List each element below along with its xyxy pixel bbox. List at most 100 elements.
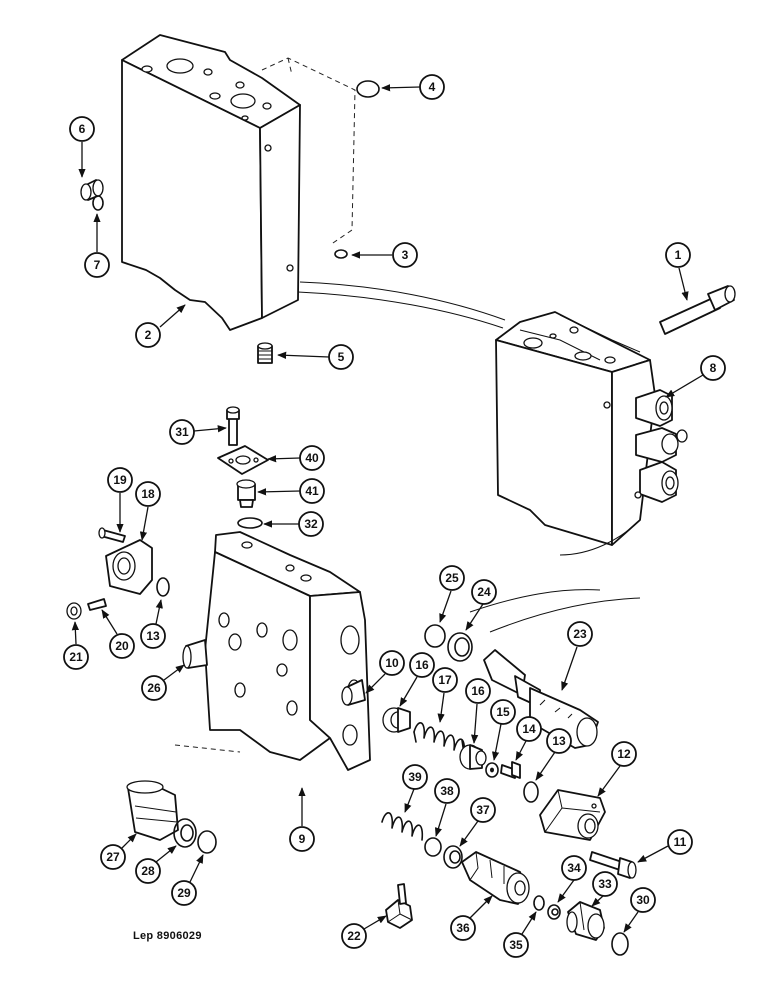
callout-5: 5	[277, 344, 354, 370]
callout-24: 24	[465, 579, 497, 631]
callout-3: 3	[351, 242, 418, 268]
svg-text:9: 9	[299, 832, 306, 846]
callout-18: 18	[135, 481, 161, 541]
callout-16-left: 16	[399, 652, 435, 707]
svg-text:32: 32	[304, 517, 318, 531]
callout-31: 31	[169, 419, 227, 445]
o-ring-part-30	[611, 932, 629, 956]
svg-text:2: 2	[145, 328, 152, 342]
svg-text:13: 13	[552, 734, 566, 748]
fitting-part-41	[236, 479, 256, 508]
callout-7: 7	[84, 213, 110, 278]
washer-part-37	[443, 845, 463, 869]
cover-part-40	[217, 445, 269, 475]
svg-text:30: 30	[636, 893, 650, 907]
svg-text:31: 31	[175, 425, 189, 439]
screw-part-19	[98, 527, 126, 543]
callout-23: 23	[561, 621, 593, 691]
washer-part-24	[447, 632, 473, 662]
svg-text:25: 25	[445, 571, 459, 585]
valve-block-right	[495, 311, 688, 556]
svg-text:22: 22	[347, 929, 361, 943]
callout-41: 41	[257, 478, 325, 504]
o-ring-part-25	[424, 624, 446, 648]
callout-40: 40	[267, 445, 325, 471]
pin-part-20	[87, 598, 107, 611]
svg-text:16: 16	[471, 684, 485, 698]
drawing-reference-label: Lep 8906029	[133, 930, 202, 942]
svg-text:19: 19	[113, 473, 127, 487]
svg-text:36: 36	[456, 921, 470, 935]
callout-22: 22	[341, 915, 387, 949]
spring-seat-part-16b	[459, 744, 487, 770]
svg-text:11: 11	[674, 835, 687, 849]
svg-text:26: 26	[147, 681, 161, 695]
o-ring-part-4	[356, 80, 380, 98]
callout-21: 21	[63, 621, 89, 670]
callout-14: 14	[515, 716, 542, 761]
svg-text:39: 39	[408, 770, 422, 784]
washer-part-28	[173, 818, 197, 848]
o-ring-part-3	[334, 249, 348, 259]
svg-text:33: 33	[598, 877, 612, 891]
screw-part-31	[226, 406, 240, 446]
callout-4: 4	[381, 74, 445, 100]
callout-15: 15	[490, 699, 516, 761]
svg-text:13: 13	[146, 629, 160, 643]
callout-27: 27	[100, 833, 137, 870]
callout-13-right: 13	[535, 728, 572, 781]
svg-text:1: 1	[675, 248, 682, 262]
o-ring-part-13b	[523, 781, 539, 803]
callout-17: 17	[432, 667, 458, 723]
svg-text:8: 8	[710, 361, 717, 375]
o-ring-part-32	[237, 517, 263, 529]
callout-1: 1	[665, 242, 691, 301]
svg-text:14: 14	[522, 722, 536, 736]
callout-16-right: 16	[465, 678, 491, 744]
callout-35: 35	[503, 911, 537, 958]
spring-seat-part-16a	[382, 707, 411, 733]
svg-text:20: 20	[115, 639, 129, 653]
callout-39: 39	[402, 764, 428, 813]
callout-20: 20	[101, 609, 135, 659]
svg-text:38: 38	[440, 784, 454, 798]
svg-text:3: 3	[402, 248, 409, 262]
callout-2: 2	[135, 304, 186, 348]
spring-part-17	[413, 722, 466, 755]
screw-part-11	[589, 851, 637, 879]
callout-19: 19	[107, 467, 133, 533]
callout-11: 11	[637, 829, 693, 863]
valve-section-9	[174, 531, 371, 771]
svg-text:4: 4	[429, 80, 436, 94]
callout-13-left: 13	[140, 599, 166, 649]
svg-text:7: 7	[94, 258, 101, 272]
washer-part-34	[547, 904, 561, 920]
bolt-part-1	[659, 285, 736, 335]
svg-text:28: 28	[141, 864, 155, 878]
plug-part-33	[566, 901, 605, 941]
svg-text:27: 27	[106, 850, 120, 864]
svg-text:24: 24	[477, 585, 491, 599]
callout-29: 29	[171, 854, 204, 906]
callout-9: 9	[289, 787, 315, 852]
callout-6: 6	[69, 116, 95, 178]
plug-part-27	[126, 780, 179, 841]
plug-part-6	[80, 179, 104, 211]
plug-part-5	[257, 342, 273, 364]
spring-part-39	[381, 812, 424, 841]
bushing-part-21	[66, 602, 82, 620]
o-ring-part-13a	[156, 577, 170, 597]
svg-text:16: 16	[415, 658, 429, 672]
svg-text:29: 29	[177, 886, 191, 900]
callout-37: 37	[459, 797, 496, 847]
svg-text:17: 17	[438, 673, 452, 687]
callout-32: 32	[263, 511, 324, 537]
svg-text:5: 5	[338, 350, 345, 364]
o-ring-part-29	[197, 830, 217, 854]
svg-text:37: 37	[476, 803, 490, 817]
svg-text:34: 34	[567, 861, 581, 875]
callout-12: 12	[597, 741, 637, 797]
screw-part-14	[500, 761, 521, 779]
svg-text:12: 12	[617, 747, 631, 761]
callout-28: 28	[135, 845, 177, 884]
